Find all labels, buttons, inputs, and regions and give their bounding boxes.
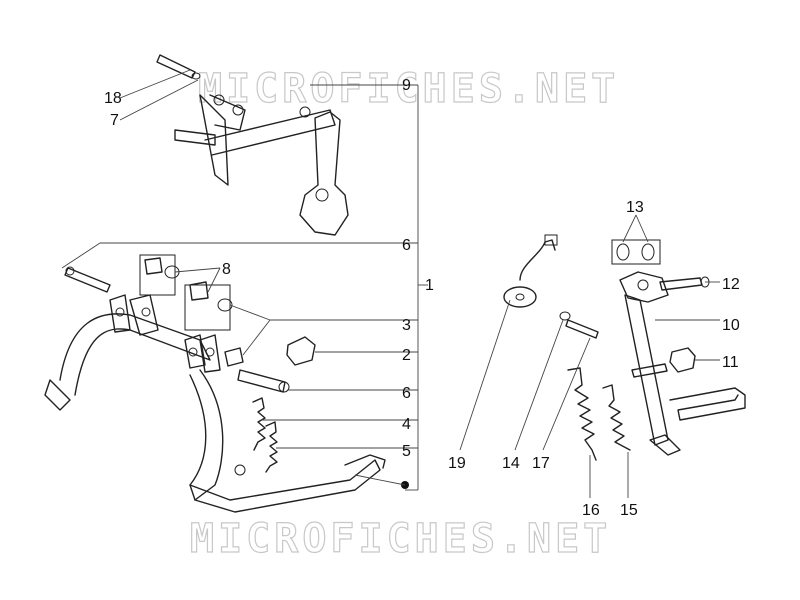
label-8: 8: [222, 261, 231, 278]
leader-lines: [61, 69, 720, 498]
watermark-bottom: MICROFICHES.NET: [190, 516, 611, 562]
spacer-3: [224, 347, 244, 367]
nut-9: [299, 106, 311, 118]
washer-7: [191, 72, 201, 80]
label-11: 11: [722, 354, 739, 371]
label-6-bottom: 6: [402, 385, 411, 402]
label-9: 9: [402, 77, 411, 94]
washer-14: [559, 311, 571, 321]
label-3: 3: [402, 317, 411, 334]
side-stand-10: [619, 271, 746, 456]
pivot-bolt-6-bottom: [237, 369, 290, 393]
label-10: 10: [722, 317, 740, 334]
label-6-top: 6: [402, 237, 411, 254]
center-stand: [44, 294, 386, 513]
label-12: 12: [722, 276, 740, 293]
pivot-bolt-6-top: [64, 266, 111, 293]
sensor-19: [503, 234, 558, 308]
label-14: 14: [502, 455, 520, 472]
spring-5: [265, 421, 278, 473]
label-7: 7: [110, 112, 119, 129]
label-4: 4: [402, 416, 411, 433]
bolt-12: [659, 276, 710, 291]
upper-bracket-assembly: [156, 54, 349, 236]
label-18: 18: [104, 90, 122, 107]
spring-4: [252, 397, 266, 451]
rubber-stop-11: [631, 347, 696, 378]
label-16: 16: [582, 502, 600, 519]
bolt-17: [565, 319, 599, 339]
callout-labels: 1 2 3 4 5 6 6 7 8 9 10 11 12 13 14 15 16…: [104, 77, 740, 519]
label-15: 15: [620, 502, 638, 519]
watermark-top: MICROFICHES.NET: [198, 66, 619, 112]
washers-13: [611, 239, 661, 265]
spring-16: [567, 367, 597, 461]
label-13: 13: [626, 199, 644, 216]
label-17: 17: [532, 455, 550, 472]
label-19: 19: [448, 455, 466, 472]
label-5: 5: [402, 443, 411, 460]
bushings-8: [139, 254, 233, 331]
label-1: 1: [425, 277, 434, 294]
bolt-18: [156, 54, 196, 79]
spring-15: [602, 384, 631, 451]
label-2: 2: [402, 347, 411, 364]
rubber-stop-2: [286, 336, 316, 366]
